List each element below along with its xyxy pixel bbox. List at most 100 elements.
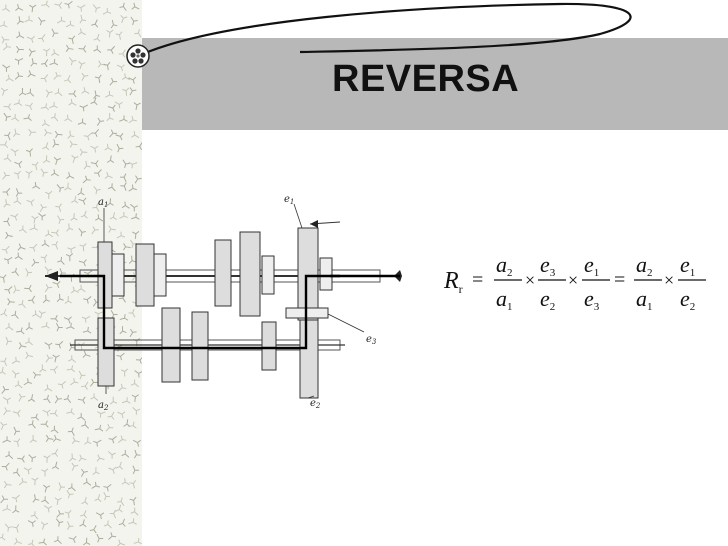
gear-e1-hub: [319, 257, 333, 291]
texture-mark: [119, 2, 127, 11]
gear-main-4: [239, 231, 261, 317]
gear-e1: [297, 227, 319, 321]
texture-mark: [23, 467, 32, 475]
texture-mark: [64, 75, 72, 84]
texture-mark: [31, 477, 39, 486]
texture-mark: [93, 439, 102, 447]
texture-mark: [63, 316, 72, 324]
texture-mark: [25, 268, 33, 277]
texture-mark: [129, 328, 137, 337]
texture-mark: [116, 64, 125, 72]
texture-mark: [71, 462, 79, 471]
texture-mark: [115, 31, 123, 40]
gear-counter-3: [191, 311, 209, 381]
texture-mark: [7, 298, 15, 306]
texture-mark: [11, 370, 20, 379]
texture-mark: [96, 533, 104, 543]
texture-pattern: [0, 0, 142, 546]
title-banner: [142, 38, 728, 130]
texture-mark: [51, 28, 59, 38]
texture-mark: [15, 4, 24, 11]
texture-mark: [15, 45, 24, 54]
texture-mark: [3, 112, 11, 122]
texture-mark: [15, 188, 23, 197]
texture-mark: [54, 88, 63, 97]
texture-mark: [71, 436, 80, 445]
texture-mark: [25, 351, 34, 360]
texture-mark: [131, 131, 140, 139]
texture-mark: [67, 427, 75, 436]
texture-mark: [44, 284, 53, 293]
texture-mark: [28, 295, 36, 304]
texture-mark: [54, 497, 62, 506]
texture-mark: [129, 479, 137, 489]
texture-mark: [102, 7, 112, 15]
texture-mark: [132, 407, 141, 415]
texture-mark: [24, 102, 33, 111]
texture-mark: [1, 385, 9, 394]
bullet-ornament-icon: [126, 44, 150, 68]
texture-mark: [82, 326, 92, 334]
texture-mark: [93, 45, 102, 54]
texture-mark: [27, 520, 36, 528]
texture-mark: [93, 186, 101, 195]
texture-mark: [128, 161, 138, 169]
texture-mark: [96, 117, 105, 126]
texture-mark: [52, 434, 61, 442]
texture-mark: [25, 170, 33, 179]
texture-mark: [54, 130, 63, 139]
texture-mark: [42, 294, 50, 304]
texture-mark: [41, 239, 50, 248]
texture-mark: [28, 48, 36, 57]
texture-mark: [32, 371, 41, 379]
texture-mark: [90, 145, 99, 153]
texture-mark: [25, 337, 34, 346]
texture-mark: [78, 259, 87, 267]
texture-mark: [81, 468, 88, 477]
texture-mark: [82, 350, 91, 358]
texture-mark: [57, 256, 65, 265]
label-e1: e1: [284, 194, 294, 206]
formula-lhs: Rr: [443, 268, 463, 296]
texture-mark: [119, 115, 128, 122]
texture-mark: [54, 1, 63, 10]
texture-mark: [107, 183, 116, 192]
texture-mark: [118, 518, 126, 527]
texture-mark: [65, 20, 75, 28]
gear-a2: [97, 317, 115, 387]
texture-mark: [128, 76, 137, 84]
texture-mark: [41, 119, 50, 127]
texture-mark: [106, 198, 114, 207]
texture-mark: [4, 131, 11, 141]
texture-mark: [51, 49, 60, 56]
texture-mark: [128, 308, 136, 318]
texture-mark: [119, 326, 127, 335]
texture-mark: [29, 4, 37, 13]
texture-mark: [43, 454, 51, 463]
texture-mark: [64, 296, 72, 304]
texture-mark: [43, 394, 51, 404]
texture-mark: [117, 411, 126, 419]
texture-mark: [5, 231, 13, 239]
formula-equals-1: =: [472, 269, 483, 291]
texture-mark: [49, 58, 59, 66]
texture-mark: [41, 0, 50, 8]
texture-mark: [45, 354, 53, 363]
texture-mark: [90, 160, 99, 168]
texture-mark: [17, 243, 26, 251]
texture-mark: [30, 58, 38, 67]
texture-mark: [5, 74, 14, 82]
texture-mark: [132, 465, 139, 475]
texture-mark: [14, 72, 23, 80]
texture-mark: [96, 454, 105, 462]
gear-main-2: [135, 243, 155, 307]
texture-mark: [28, 420, 36, 429]
texture-mark: [94, 214, 104, 222]
texture-mark: [118, 49, 126, 58]
texture-mark: [40, 74, 49, 83]
texture-mark: [18, 225, 27, 234]
texture-mark: [91, 481, 100, 489]
texture-mark: [18, 477, 28, 486]
texture-mark: [69, 140, 78, 148]
